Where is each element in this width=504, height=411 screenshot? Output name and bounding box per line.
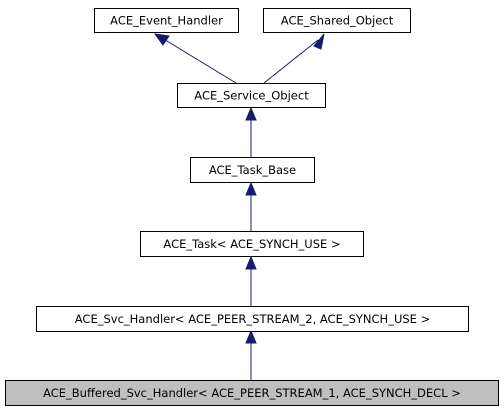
class-label: ACE_Task_Base: [209, 163, 296, 177]
class-label: ACE_Event_Handler: [110, 14, 223, 28]
class-label: ACE_Task< ACE_SYNCH_USE >: [163, 237, 340, 251]
edge-buffered-svc-handler-to-svc-handler: [245, 329, 257, 380]
class-node-ace-task-base[interactable]: ACE_Task_Base: [190, 157, 315, 183]
class-node-ace-shared-object[interactable]: ACE_Shared_Object: [263, 8, 411, 33]
class-node-ace-task[interactable]: ACE_Task< ACE_SYNCH_USE >: [140, 231, 364, 257]
edge-task-base-to-service-object: [245, 106, 257, 157]
edge-service-object-to-event-handler: [153, 33, 237, 84]
class-label: ACE_Buffered_Svc_Handler< ACE_PEER_STREA…: [43, 386, 461, 400]
class-node-ace-svc-handler[interactable]: ACE_Svc_Handler< ACE_PEER_STREAM_2, ACE_…: [36, 306, 469, 332]
class-node-ace-service-object[interactable]: ACE_Service_Object: [177, 83, 326, 108]
arrowhead-icon: [245, 106, 257, 121]
class-node-ace-buffered-svc-handler[interactable]: ACE_Buffered_Svc_Handler< ACE_PEER_STREA…: [5, 380, 499, 406]
arrowhead-icon: [245, 329, 257, 344]
arrowhead-icon: [153, 33, 170, 46]
arrowhead-icon: [313, 33, 325, 50]
edge-task-to-task-base: [245, 181, 257, 231]
edge-service-object-to-shared-object: [263, 33, 325, 84]
arrowhead-icon: [245, 255, 257, 270]
class-label: ACE_Service_Object: [194, 89, 309, 103]
arrowhead-icon: [245, 181, 257, 196]
class-node-ace-event-handler[interactable]: ACE_Event_Handler: [94, 8, 239, 33]
edges: [153, 33, 325, 380]
edge-svc-handler-to-task: [245, 255, 257, 306]
class-label: ACE_Shared_Object: [281, 14, 394, 28]
class-label: ACE_Svc_Handler< ACE_PEER_STREAM_2, ACE_…: [75, 312, 430, 326]
